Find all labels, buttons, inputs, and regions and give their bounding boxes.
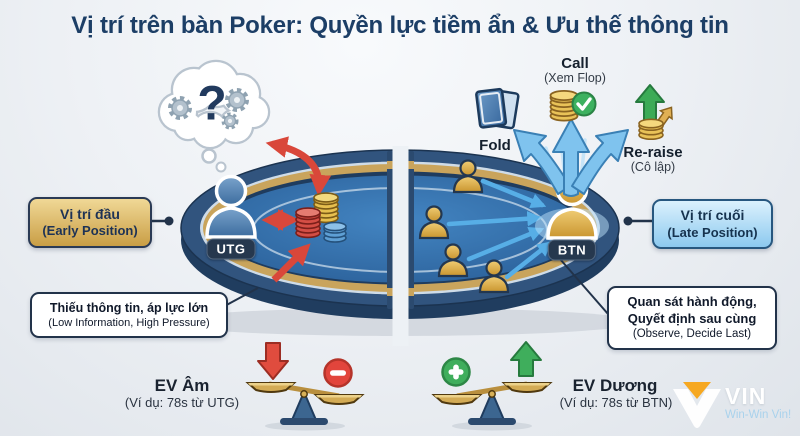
- brand-tagline: Win-Win Vin!: [725, 409, 792, 421]
- ev-positive-sublabel: (Ví dụ: 78s từ BTN): [559, 395, 673, 410]
- seat-badge-btn: BTN: [547, 239, 597, 261]
- seat-badge-utg: UTG: [206, 238, 256, 260]
- question-mark: ?: [197, 77, 227, 131]
- arrow-to-call: [552, 118, 590, 197]
- late-note-line2: Quyết định sau cùng: [627, 310, 757, 326]
- down-arrow-icon: [257, 342, 289, 380]
- minus-icon: [323, 358, 353, 388]
- reraise-label: Re-raise: [623, 144, 683, 161]
- late-position-sublabel: (Late Position): [667, 224, 758, 240]
- poker-chips-icon: [295, 192, 347, 243]
- plus-icon: [441, 357, 471, 387]
- ev-negative-scale: [247, 342, 363, 431]
- early-position-sublabel: (Early Position): [42, 223, 138, 239]
- reraise-sublabel: (Cô lập): [630, 160, 676, 174]
- thought-bubble: [157, 59, 271, 173]
- late-position-label: Vị trí cuối: [680, 207, 745, 224]
- arrow-to-reraise: [571, 129, 629, 195]
- early-note-line2: (Low Information, High Pressure): [48, 316, 210, 329]
- vin-logo-icon: [673, 382, 721, 428]
- ev-positive-scale: [433, 341, 551, 431]
- table-split: [387, 146, 414, 346]
- late-note-line1: Quan sát hành động,: [627, 293, 757, 309]
- observation-arrows: [446, 178, 553, 280]
- pressure-arrows: [261, 136, 332, 283]
- ev-negative-label: EV Âm: [154, 376, 210, 395]
- early-position-label: Vị trí đầu: [60, 205, 120, 222]
- arrow-blind-pressure: [271, 243, 311, 283]
- brand-name: VIN: [725, 383, 767, 409]
- late-note-line3: (Observe, Decide Last): [632, 328, 752, 341]
- page-title: Vị trí trên bàn Poker: Quyền lực tiềm ẩn…: [71, 12, 729, 39]
- ev-positive-label: EV Dương: [572, 376, 658, 395]
- late-note-callout: Quan sát hành động, Quyết định sau cùng …: [607, 286, 777, 350]
- call-label: Call: [561, 55, 589, 72]
- up-arrow-icon: [510, 341, 542, 377]
- late-position-callout: Vị trí cuối (Late Position): [652, 199, 773, 249]
- arrow-chips-to-thought: [265, 136, 332, 197]
- fold-label: Fold: [479, 137, 511, 154]
- reraise-arrow-coins-icon: [635, 84, 673, 141]
- early-note-callout: Thiếu thông tin, áp lực lớn (Low Informa…: [30, 292, 228, 338]
- ev-negative-sublabel: (Ví dụ: 78s từ UTG): [124, 395, 240, 410]
- call-coins-check-icon: [549, 90, 597, 122]
- utg-player-avatar: [205, 174, 257, 239]
- gear-icon: [168, 88, 249, 130]
- arrow-to-fold: [513, 129, 571, 195]
- early-position-callout: Vị trí đầu (Early Position): [28, 197, 152, 248]
- call-sublabel: (Xem Flop): [544, 71, 606, 85]
- early-note-line1: Thiếu thông tin, áp lực lớn: [49, 300, 209, 315]
- fold-cards-icon: [475, 87, 520, 130]
- option-arrows: [513, 118, 629, 197]
